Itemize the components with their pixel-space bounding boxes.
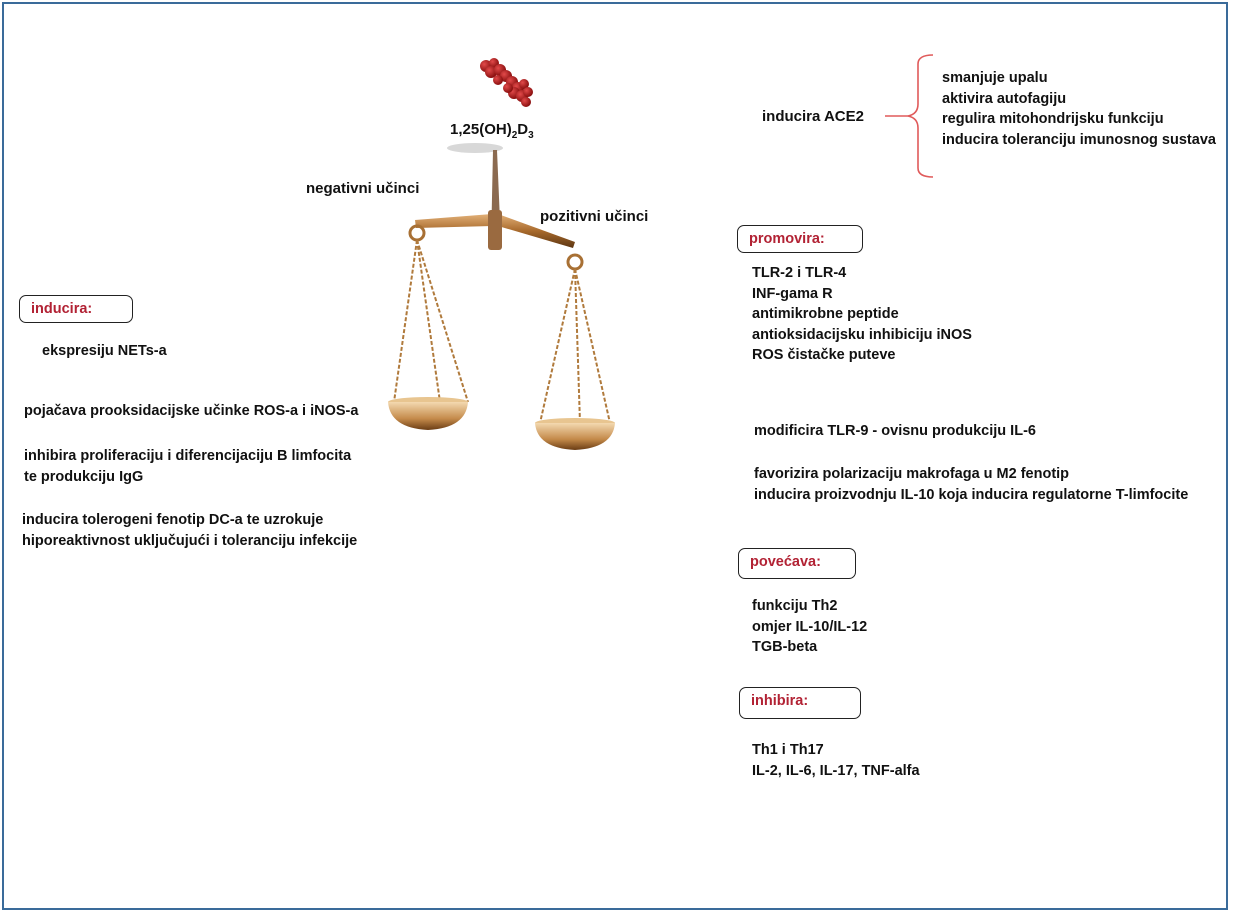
- inhibira-list: Th1 i Th17 IL-2, IL-6, IL-17, TNF-alfa: [752, 740, 920, 781]
- ace2-label: inducira ACE2: [762, 108, 864, 125]
- list-item: Th1 i Th17: [752, 742, 824, 758]
- list-item: smanjuje upalu: [942, 70, 1048, 86]
- list-item: omjer IL-10/IL-12: [752, 618, 868, 635]
- list-item: aktivira autofagiju: [942, 90, 1067, 107]
- inhibira-header-box: inhibira:: [739, 687, 861, 719]
- promovira-list: TLR-2 i TLR-4 INF-gama R antimikrobne pe…: [752, 263, 972, 366]
- left-item-ros: pojačava prooksidacijske učinke ROS-a i …: [24, 403, 359, 419]
- list-item: regulira mitohondrijsku funkciju: [942, 111, 1164, 127]
- list-item: funkciju Th2: [752, 598, 838, 614]
- left-item-dc: inducira tolerogeni fenotip DC-a te uzro…: [22, 512, 358, 549]
- povecava-header: povećava:: [750, 554, 821, 570]
- list-item: antioksidacijsku inhibiciju iNOS: [752, 326, 972, 343]
- list-item: INF-gama R: [752, 285, 833, 302]
- list-item: IL-2, IL-6, IL-17, TNF-alfa: [752, 762, 920, 779]
- promovira-header: promovira:: [749, 231, 825, 247]
- inducira-header-box: inducira:: [19, 295, 133, 323]
- list-item: antimikrobne peptide: [752, 306, 899, 322]
- positive-effects-label: pozitivni učinci: [540, 208, 649, 225]
- promovira-header-box: promovira:: [737, 225, 863, 253]
- modificira-item: modificira TLR-9 - ovisnu produkciju IL-…: [754, 423, 1036, 439]
- list-item: TGB-beta: [752, 639, 818, 655]
- left-item-b-cells: inhibira proliferaciju i diferencijaciju…: [24, 448, 352, 485]
- ace2-effects-list: smanjuje upalu aktivira autofagiju regul…: [942, 68, 1216, 150]
- bracket-icon: [885, 54, 934, 178]
- formula-label: 1,25(OH)2D3: [450, 121, 534, 141]
- povecava-header-box: povećava:: [738, 548, 856, 579]
- list-item: inducira toleranciju imunosnog sustava: [942, 131, 1216, 148]
- list-item: favorizira polarizaciju makrofaga u M2 f…: [754, 466, 1070, 482]
- list-item: ROS čistačke puteve: [752, 347, 896, 363]
- inducira-header: inducira:: [31, 301, 93, 317]
- balance-scale-icon: [388, 143, 615, 450]
- list-item: TLR-2 i TLR-4: [752, 265, 847, 281]
- favorizira-list: favorizira polarizaciju makrofaga u M2 f…: [754, 464, 1188, 505]
- list-item: inducira proizvodnju IL-10 koja inducira…: [754, 486, 1189, 503]
- povecava-list: funkciju Th2 omjer IL-10/IL-12 TGB-beta: [752, 596, 867, 658]
- left-item-nets: ekspresiju NETs-a: [42, 343, 167, 359]
- inhibira-header: inhibira:: [751, 693, 809, 709]
- negative-effects-label: negativni učinci: [306, 180, 420, 197]
- vitamin-d-molecule-icon: [480, 58, 533, 107]
